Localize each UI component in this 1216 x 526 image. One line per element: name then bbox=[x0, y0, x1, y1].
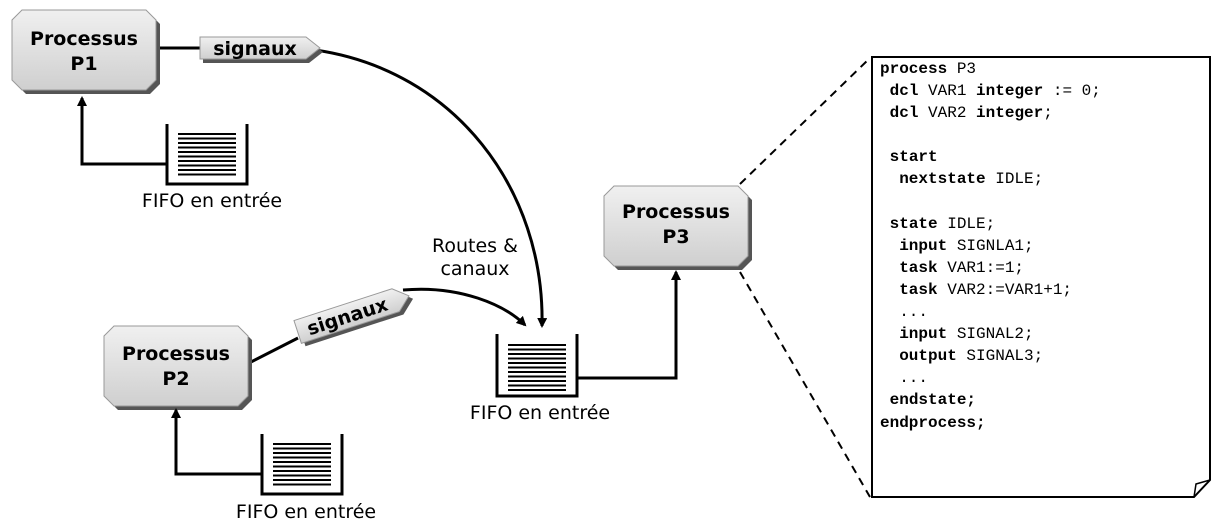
process-p3-id: P3 bbox=[662, 226, 689, 248]
code-line: task VAR1:=1; bbox=[899, 258, 1025, 277]
code-sheet bbox=[871, 56, 1211, 498]
code-line: output SIGNAL3; bbox=[899, 347, 1044, 366]
fifo-p2-label: FIFO en entrée bbox=[236, 501, 376, 523]
fifo-p2: FIFO en entrée bbox=[236, 434, 376, 523]
code-line: task VAR2:=VAR1+1; bbox=[899, 280, 1073, 299]
code-line: dcl VAR2 integer; bbox=[889, 104, 1053, 123]
fifo-p1-stack bbox=[178, 133, 236, 176]
process-p3: Processus P3 bbox=[603, 185, 752, 270]
code-line: input SIGNAL2; bbox=[899, 325, 1034, 344]
code-line: nextstate IDLE; bbox=[899, 170, 1044, 189]
signal-tag-top: signaux bbox=[199, 36, 323, 63]
code-line: ... bbox=[880, 303, 929, 322]
signal-tag-bottom: signaux bbox=[293, 288, 414, 347]
fifo-p1: FIFO en entrée bbox=[142, 124, 282, 212]
p2-signal-line bbox=[246, 336, 299, 366]
code-listing: process P3 dcl VAR1 integer := 0; dcl VA… bbox=[880, 58, 1200, 434]
routes-label-line1: Routes & bbox=[432, 235, 518, 257]
code-line: start bbox=[889, 148, 938, 167]
code-line: endstate; bbox=[889, 391, 977, 410]
fifo-p2-stack bbox=[273, 443, 331, 486]
fifo-p3-label: FIFO en entrée bbox=[470, 402, 610, 424]
fifo-p3-stack bbox=[508, 344, 566, 391]
route-bottom-arrow bbox=[402, 287, 527, 327]
process-p2-title: Processus bbox=[122, 343, 230, 365]
fifo-p3-to-p3-arrow bbox=[577, 270, 681, 380]
code-line: input SIGNLA1; bbox=[899, 236, 1034, 255]
process-p1-title: Processus bbox=[30, 28, 138, 50]
code-line: process P3 bbox=[880, 60, 977, 78]
code-line: endprocess; bbox=[880, 413, 986, 432]
fifo-p1-to-p1-arrow bbox=[77, 96, 167, 166]
process-p3-title: Processus bbox=[622, 201, 730, 223]
code-sheet-fold bbox=[1193, 479, 1211, 498]
fifo-p1-label: FIFO en entrée bbox=[142, 190, 282, 212]
signal-tag-bottom-label: signaux bbox=[304, 294, 390, 341]
code-line: state IDLE; bbox=[889, 214, 996, 233]
process-p1: Processus P1 bbox=[11, 9, 160, 94]
fifo-p2-to-p2-arrow bbox=[171, 408, 262, 476]
route-top-arrow bbox=[314, 48, 548, 328]
zoom-line-bottom bbox=[739, 271, 871, 498]
code-line: ... bbox=[880, 369, 929, 388]
process-p2-id: P2 bbox=[162, 368, 189, 390]
routes-label-line2: canaux bbox=[440, 258, 509, 280]
process-p2: Processus P2 bbox=[103, 325, 252, 410]
zoom-line-top bbox=[739, 57, 871, 185]
signal-tag-top-label: signaux bbox=[213, 38, 297, 60]
process-p1-id: P1 bbox=[70, 53, 97, 75]
fifo-p3: FIFO en entrée bbox=[470, 334, 610, 424]
code-line: dcl VAR1 integer := 0; bbox=[889, 82, 1101, 101]
